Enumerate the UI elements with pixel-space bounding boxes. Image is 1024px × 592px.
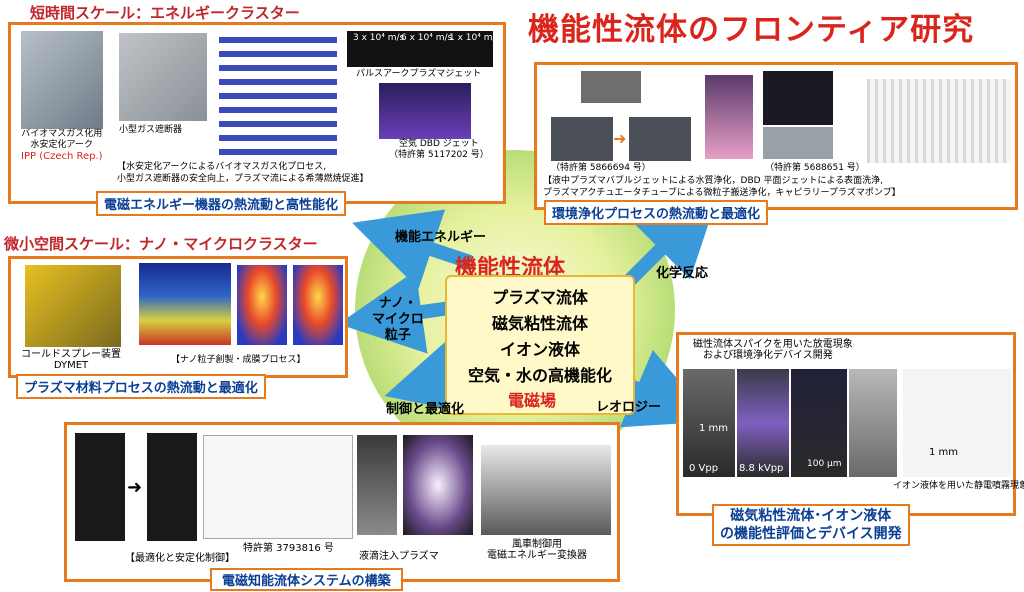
jet-label: 6 x 10⁴ m/s — [401, 33, 453, 43]
photo-spike-8kv — [737, 369, 789, 477]
photo-nozzle-a — [237, 265, 287, 345]
label-biomass: バイオマスガス化用水安定化アーク IPP (Czech Rep.) — [21, 129, 103, 162]
caption-plasma: プラズマ材料プロセスの熱流動と最適化 — [16, 374, 266, 399]
photo-plasma — [403, 435, 473, 535]
jet-label: 1 x 10⁴ m/s — [449, 33, 501, 43]
label-pulse-jet: パルスアークプラズマジェット — [356, 69, 482, 79]
label-droplet-plasma: 液滴注入プラズマ — [359, 551, 439, 562]
center-bottom-label: 電磁場 — [508, 391, 557, 410]
photo-breaker — [119, 33, 207, 121]
caption-energy: 電磁エネルギー機器の熱流動と高性能化 — [96, 191, 347, 216]
photo-capillary-pump — [867, 79, 1011, 163]
scale-label: 100 μm — [807, 459, 842, 469]
note-environment: 【液中プラズマバブルジェットによる水質浄化，DBD 平面ジェットによる表面洗浄,… — [543, 176, 901, 198]
center-item: プラズマ流体 — [492, 288, 588, 307]
photo-cold-spray — [25, 265, 121, 347]
photo-spike-0v — [683, 369, 735, 477]
label-electrospray: イオン液体を用いた静電噴霧現象 — [893, 481, 1024, 491]
panel-environment: ➜ （特許第 5866694 号） （特許第 5688651 号） 【液中プラズ… — [534, 62, 1018, 210]
arrow-icon: ➜ — [613, 129, 627, 148]
label-dbd-jet: 空気 DBD ジェット（特許第 5117202 号） — [389, 139, 489, 160]
voltage-label: 0 Vpp — [689, 463, 719, 474]
arrow-label-rheology: レオロジー — [596, 400, 662, 415]
photo-dbd-jet — [379, 83, 471, 139]
panel-system: ➜ 【最適化と安定化制御】 特許第 3793816 号 液滴注入プラズマ 風車制… — [64, 422, 620, 582]
arrow-rheology — [619, 349, 714, 428]
photo-electrospray — [903, 369, 1011, 477]
arrow-label-energy: 機能エネルギー — [395, 230, 487, 245]
voltage-label: 8.8 kVpp — [739, 463, 784, 474]
panel-mr-fluid: 磁性流体スパイクを用いた放電現象および環境浄化デバイス開発 1 mm 0 Vpp… — [676, 332, 1024, 516]
caption-mr-fluid: 磁気粘性流体･イオン液体の機能性評価とデバイス開発 — [712, 504, 910, 546]
arrow-icon: ➜ — [127, 477, 143, 498]
photo-contour-map — [139, 263, 231, 345]
photo-arc-before — [75, 433, 125, 541]
photo-tube — [763, 127, 833, 159]
scale-label: 1 mm — [699, 423, 729, 434]
patent-label: （特許第 5866694 号） — [551, 163, 651, 173]
photo-actuator-ring — [763, 71, 833, 125]
note-plasma: 【ナノ粒子創製・成膜プロセス】 — [171, 355, 306, 365]
jet-label: 3 x 10⁴ m/s — [353, 33, 405, 43]
scale-label: 1 mm — [929, 447, 959, 458]
photo-bubble-jet — [581, 71, 641, 103]
caption-system: 電磁知能流体システムの構築 — [210, 568, 403, 591]
arrow-label-chemical: 化学反応 — [656, 266, 709, 281]
photo-arc-after — [147, 433, 197, 541]
label-breaker: 小型ガス遮断器 — [119, 125, 183, 135]
center-item: 空気・水の高機能化 — [467, 366, 612, 385]
center-item: 磁気粘性流体 — [491, 314, 588, 333]
arrow-chemical — [625, 190, 720, 285]
photo-biomass — [21, 31, 103, 129]
photo-water-before — [551, 117, 613, 161]
note-energy: 【水安定化アークによるバイオマスガス化プロセス,小型ガス遮断器の安全向上，プラズ… — [117, 162, 369, 184]
arrow-nano — [338, 270, 451, 354]
page-title: 機能性流体のフロンティア研究 — [528, 12, 975, 48]
arrow-label-control: 制御と最適化 — [386, 402, 465, 417]
patent-label: 特許第 3793816 号 — [243, 543, 334, 554]
photo-nozzle-b — [293, 265, 343, 345]
arrow-label-nano: ナノ・マイクロ粒子 — [372, 296, 424, 343]
photo-micro — [849, 369, 897, 477]
section-title-short-time: 短時間スケール：エネルギークラスター — [30, 4, 300, 22]
photo-wind-converter — [481, 445, 611, 535]
photo-water-after — [629, 117, 691, 161]
center-item: イオン液体 — [499, 340, 580, 359]
center-box: プラズマ流体 磁気粘性流体 イオン液体 空気・水の高機能化 — [445, 275, 635, 415]
panel-energy: 3 x 10⁴ m/s 6 x 10⁴ m/s 1 x 10⁴ m/s パルスア… — [8, 22, 506, 204]
patent-label: （特許第 5688651 号） — [765, 163, 865, 173]
label-wind: 風車制御用電磁エネルギー変換器 — [487, 539, 587, 561]
photo-discharge — [791, 369, 847, 477]
photo-pulse-jet — [347, 31, 493, 67]
photo-droplet — [357, 435, 397, 535]
section-title-micro: 微小空間スケール：ナノ・マイクロクラスター — [4, 235, 318, 253]
label-mr-top: 磁性流体スパイクを用いた放電現象および環境浄化デバイス開発 — [693, 339, 853, 361]
note-optimization: 【最適化と安定化制御】 — [125, 553, 235, 564]
photo-simulation — [219, 33, 337, 159]
photo-control-diagram — [203, 435, 353, 539]
caption-environment: 環境浄化プロセスの熱流動と最適化 — [544, 200, 769, 225]
arrow-energy — [352, 209, 473, 290]
photo-dbd-plane — [705, 75, 753, 159]
